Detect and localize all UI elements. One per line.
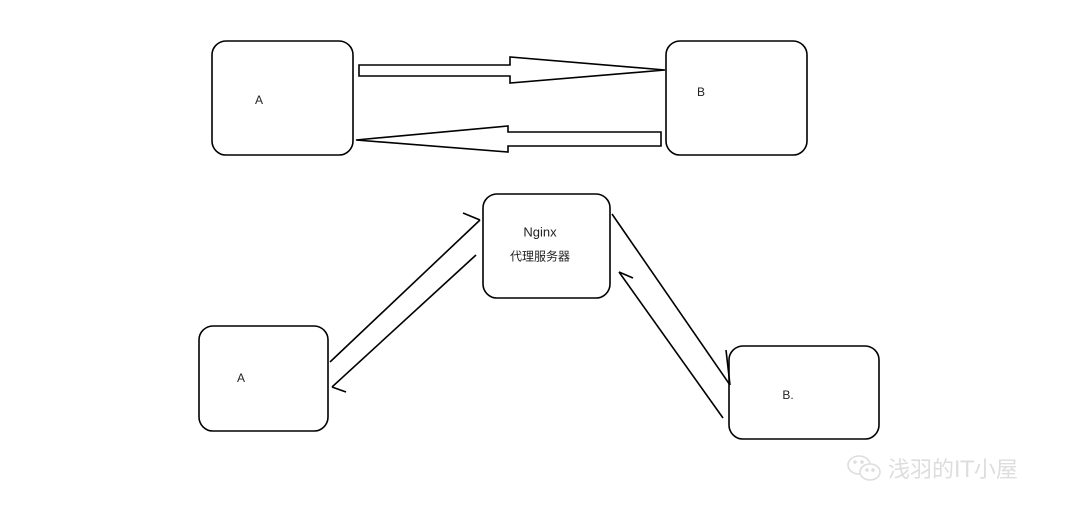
arrow-b-to-a [355, 125, 662, 153]
arrow-nginx-to-b [611, 213, 731, 386]
bottom-node-a-label: A [236, 371, 246, 385]
bottom-node-b-box [728, 345, 880, 440]
bottom-node-a-box [198, 325, 329, 432]
top-node-a-label: A [254, 93, 264, 107]
arrow-b-to-nginx [618, 271, 724, 419]
arrow-nginx-to-a [331, 254, 477, 393]
watermark-text: 浅羽的IT小屋 [888, 458, 1018, 483]
nginx-label: Nginx [523, 224, 557, 240]
arrow-a-to-nginx [329, 212, 481, 363]
bottom-node-b-label: B. [782, 388, 794, 402]
proxy-server-label: 代理服务器 [509, 249, 571, 264]
wechat-icon [847, 455, 881, 481]
arrow-a-to-b [358, 56, 666, 84]
top-node-a-box [211, 40, 354, 156]
watermark: 浅羽的IT小屋 [846, 452, 1018, 484]
top-node-b-label: B [696, 85, 706, 99]
nginx-proxy-box [482, 193, 611, 299]
top-node-b-box [665, 40, 808, 156]
